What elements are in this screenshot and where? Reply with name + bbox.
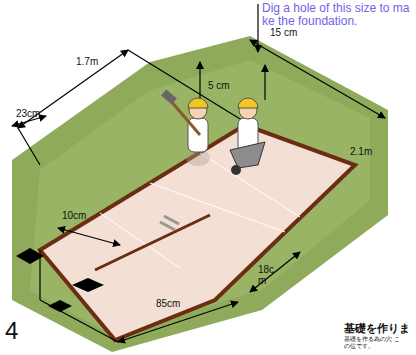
dimension-label: 15 cm — [270, 27, 297, 38]
japanese-note: 基礎を作る為の穴 この位です。 — [344, 336, 404, 349]
dimension-label: 10cm — [62, 210, 86, 221]
pit — [40, 125, 355, 340]
dimension-label: 23cm — [16, 108, 40, 119]
worker-left — [161, 89, 210, 166]
grid-line — [150, 183, 285, 232]
dimension-diamonds — [16, 248, 104, 312]
wheelbarrow — [230, 142, 265, 168]
step-number: 4 — [5, 318, 18, 344]
grid-line — [100, 213, 180, 268]
shadow-strokes — [160, 216, 179, 230]
dimension-label: 18c m — [258, 264, 280, 286]
instruction-note: Dig a hole of this size to make the foun… — [262, 2, 410, 28]
dimension-label: 1.7m — [76, 56, 98, 67]
dimension-label: 5 cm — [208, 80, 230, 91]
ground — [12, 36, 388, 352]
worker-right — [230, 98, 265, 175]
dimension-label: 2.1m — [350, 146, 372, 157]
japanese-heading: 基礎を作りま — [344, 322, 410, 334]
dimension-label: 85cm — [156, 298, 180, 309]
dimension-lines — [12, 4, 385, 342]
